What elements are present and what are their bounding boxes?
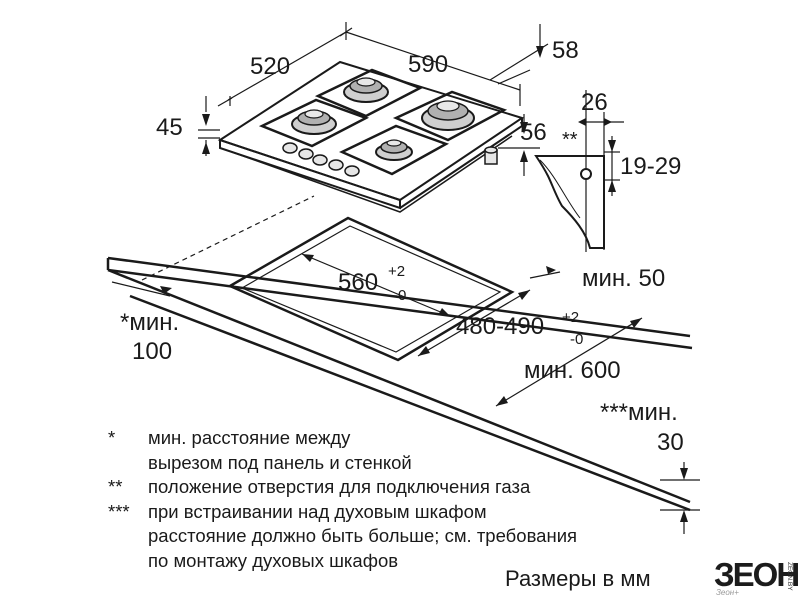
footnote-1-line-1: мин. расстояние между (148, 427, 351, 448)
gas-connection-section (534, 90, 624, 252)
dim-cutout-depth-tol-plus: +2 (562, 309, 579, 326)
hob-illustration (217, 60, 525, 213)
footnote-3-line-2: расстояние должно быть больше; см. требо… (148, 525, 578, 546)
control-knobs (282, 142, 360, 177)
footnote-3-line-1: при встраивании над духовым шкафом (148, 500, 487, 522)
burner-rear-left (343, 77, 389, 103)
footnote-1: * мин. расстояние между вырезом под пане… (108, 426, 577, 475)
hob-dimension-lines (198, 22, 549, 176)
dim-width: 520 (250, 53, 290, 80)
dim-cutout-width: 560 (338, 269, 378, 296)
burner-front-right (375, 139, 413, 161)
dim-gas-height: 19-29 (620, 153, 681, 180)
footnote-1-mark: * (108, 427, 116, 448)
dim-cutout-width-tol-plus: +2 (388, 263, 405, 280)
gas-marker: ** (562, 129, 578, 151)
footnote-2-line-1: положение отверстия для подключения газа (148, 476, 531, 497)
dim-min-below-value: 30 (657, 429, 684, 456)
gas-connector (484, 146, 498, 165)
footnote-3-mark: *** (108, 500, 130, 522)
burner-front-left (291, 109, 337, 135)
dim-cutout-depth-tol-minus: -0 (570, 331, 583, 348)
footnote-2: ** положение отверстия для подключения г… (108, 475, 577, 500)
logo-word: ЗЕОН (714, 556, 800, 593)
hob-dimension-arrows (202, 46, 544, 162)
zeon-logo: ЗЕОН Зеон+ ZEON.BY (714, 558, 800, 600)
dim-glass-height: 45 (156, 114, 183, 141)
dim-knob-height: 56 (520, 119, 547, 146)
dim-top-offset: 58 (552, 37, 579, 64)
footnote-3: *** при встраивании над духовым шкафом р… (108, 500, 577, 574)
dim-cutout-width-tol-minus: -0 (393, 287, 406, 304)
dim-min-back: мин. 50 (582, 265, 665, 292)
dim-min-depth: мин. 600 (524, 357, 621, 384)
footnote-1-line-2: вырезом под панель и стенкой (148, 451, 412, 473)
cutout-dimension-lines (111, 195, 700, 534)
dim-min-side-value: 100 (132, 338, 172, 365)
countertop (106, 256, 693, 512)
burner-rear-right (421, 100, 475, 131)
units-caption: Размеры в мм (505, 566, 651, 591)
dim-min-below-label: ***мин. (600, 399, 678, 426)
footnote-2-mark: ** (108, 476, 123, 497)
dim-gas-offset: 26 (581, 89, 608, 116)
dim-min-side-label: *мин. (120, 309, 179, 336)
logo-domain: ZEON.BY (786, 562, 793, 591)
cutout-outline (227, 216, 515, 362)
dim-cutout-depth: 480-490 (456, 313, 544, 340)
logo-sub: Зеон+ (716, 588, 739, 597)
footnote-3-line-3: по монтажу духовых шкафов (148, 549, 399, 571)
dim-depth: 590 (408, 51, 448, 78)
footnotes: * мин. расстояние между вырезом под пане… (108, 426, 577, 573)
cutout-dimension-arrows (160, 254, 688, 522)
